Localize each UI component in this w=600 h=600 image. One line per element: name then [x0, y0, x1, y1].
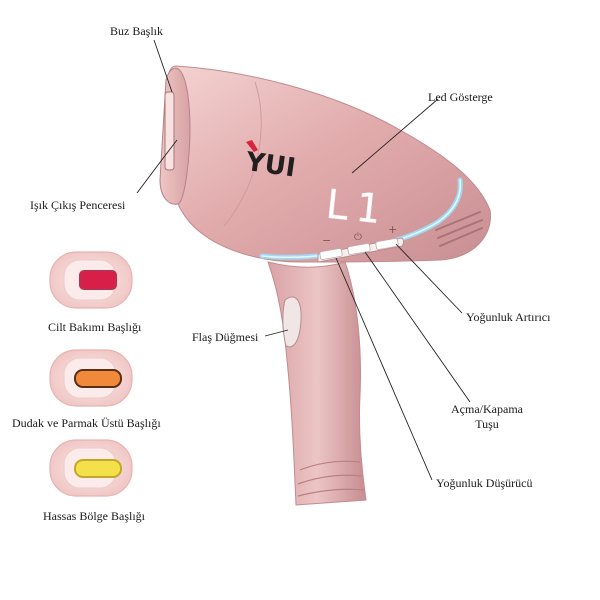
label-flash-button: Flaş Düğmesi [192, 330, 258, 345]
label-ice-head: Buz Başlık [110, 24, 163, 39]
label-intensity-down: Yoğunluk Düşürücü [436, 476, 532, 491]
label-power-button-line2: Tuşu [437, 417, 537, 432]
device-handle [268, 262, 366, 505]
label-attachment-1: Cilt Bakımı Başlığı [48, 320, 141, 335]
filter-red [80, 271, 116, 289]
label-light-window: Işık Çıkış Penceresi [30, 198, 125, 213]
label-power-button: Açma/Kapama Tuşu [437, 402, 537, 432]
filter-orange [75, 370, 121, 387]
label-attachment-3: Hassas Bölge Başlığı [43, 509, 145, 524]
label-intensity-up: Yoğunluk Artırıcı [466, 310, 550, 325]
attachment-3 [50, 440, 132, 496]
label-attachment-2: Dudak ve Parmak Üstü Başlığı [12, 416, 161, 431]
filter-yellow [75, 460, 121, 477]
label-led-indicator: Led Gösterge [428, 90, 493, 105]
attachment-1 [50, 252, 132, 308]
led-display: L1 [324, 182, 389, 234]
attachment-2 [50, 350, 132, 406]
light-window [165, 92, 174, 170]
label-power-button-line1: Açma/Kapama [437, 402, 537, 417]
minus-symbol: − [322, 234, 331, 247]
power-symbol: ⏻ [354, 232, 362, 243]
plus-symbol: + [388, 223, 397, 236]
